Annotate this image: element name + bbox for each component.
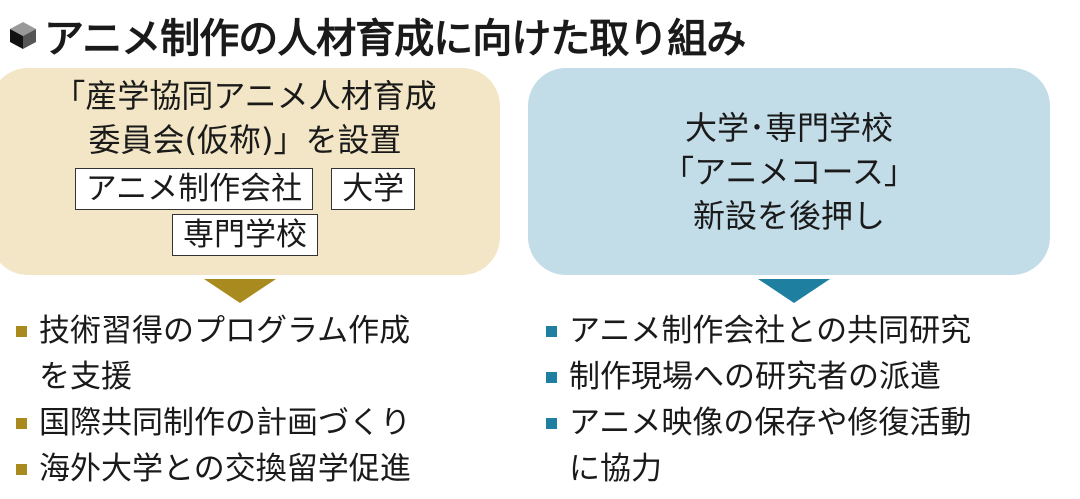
course-line: 「アニメコース」: [662, 152, 916, 191]
course-box: 大学･専門学校 「アニメコース」 新設を後押し: [528, 68, 1050, 275]
cube-icon: [10, 22, 36, 49]
list-item-text: 制作現場への研究者の派遣: [569, 359, 941, 395]
committee-box: 「産学協同アニメ人材育成 委員会(仮称)」を設置 アニメ制作会社 大学 専門学校: [0, 68, 500, 275]
bullet-icon: [546, 326, 557, 337]
course-line: 大学･専門学校: [684, 108, 893, 147]
list-item: アニメ制作会社との共同研究: [540, 308, 971, 354]
list-item-text: アニメ映像の保存や修復活動: [569, 405, 972, 441]
list-item: 国際共同制作の計画づくり: [10, 400, 411, 446]
list-item: アニメ映像の保存や修復活動に協力: [540, 400, 971, 492]
list-item-text: 国際共同制作の計画づくり: [39, 405, 411, 441]
bullet-icon: [546, 372, 557, 383]
course-line: 新設を後押し: [692, 196, 885, 235]
list-item-text: に協力: [569, 451, 662, 487]
page-title: アニメ制作の人材育成に向けた取り組み: [8, 6, 746, 64]
member-tag: アニメ制作会社: [74, 168, 314, 210]
bullet-icon: [546, 418, 557, 429]
title-text: アニメ制作の人材育成に向けた取り組み: [44, 16, 746, 62]
heading-line: 委員会(仮称)」を設置: [88, 121, 402, 159]
member-tag: 専門学校: [172, 214, 318, 256]
committee-heading: 「産学協同アニメ人材育成 委員会(仮称)」を設置: [0, 74, 500, 162]
list-item-text: 海外大学との交換留学促進: [39, 451, 411, 487]
committee-list: 技術習得のプログラム作成を支援国際共同制作の計画づくり海外大学との交換留学促進: [10, 308, 411, 492]
down-arrow-icon: [758, 279, 830, 303]
list-item-text: アニメ制作会社との共同研究: [569, 313, 972, 349]
list-item: 海外大学との交換留学促進: [10, 446, 411, 492]
list-item-text: 技術習得のプログラム作成: [39, 313, 411, 349]
course-list: アニメ制作会社との共同研究制作現場への研究者の派遣アニメ映像の保存や修復活動に協…: [540, 308, 971, 492]
list-item: 制作現場への研究者の派遣: [540, 354, 971, 400]
bullet-icon: [16, 326, 27, 337]
heading-line: 「産学協同アニメ人材育成: [53, 77, 437, 115]
list-item: 技術習得のプログラム作成を支援: [10, 308, 411, 400]
down-arrow-icon: [204, 279, 276, 303]
list-item-text: を支援: [39, 359, 132, 395]
bullet-icon: [16, 418, 27, 429]
member-tag: 大学: [331, 168, 416, 210]
bullet-icon: [16, 464, 27, 475]
